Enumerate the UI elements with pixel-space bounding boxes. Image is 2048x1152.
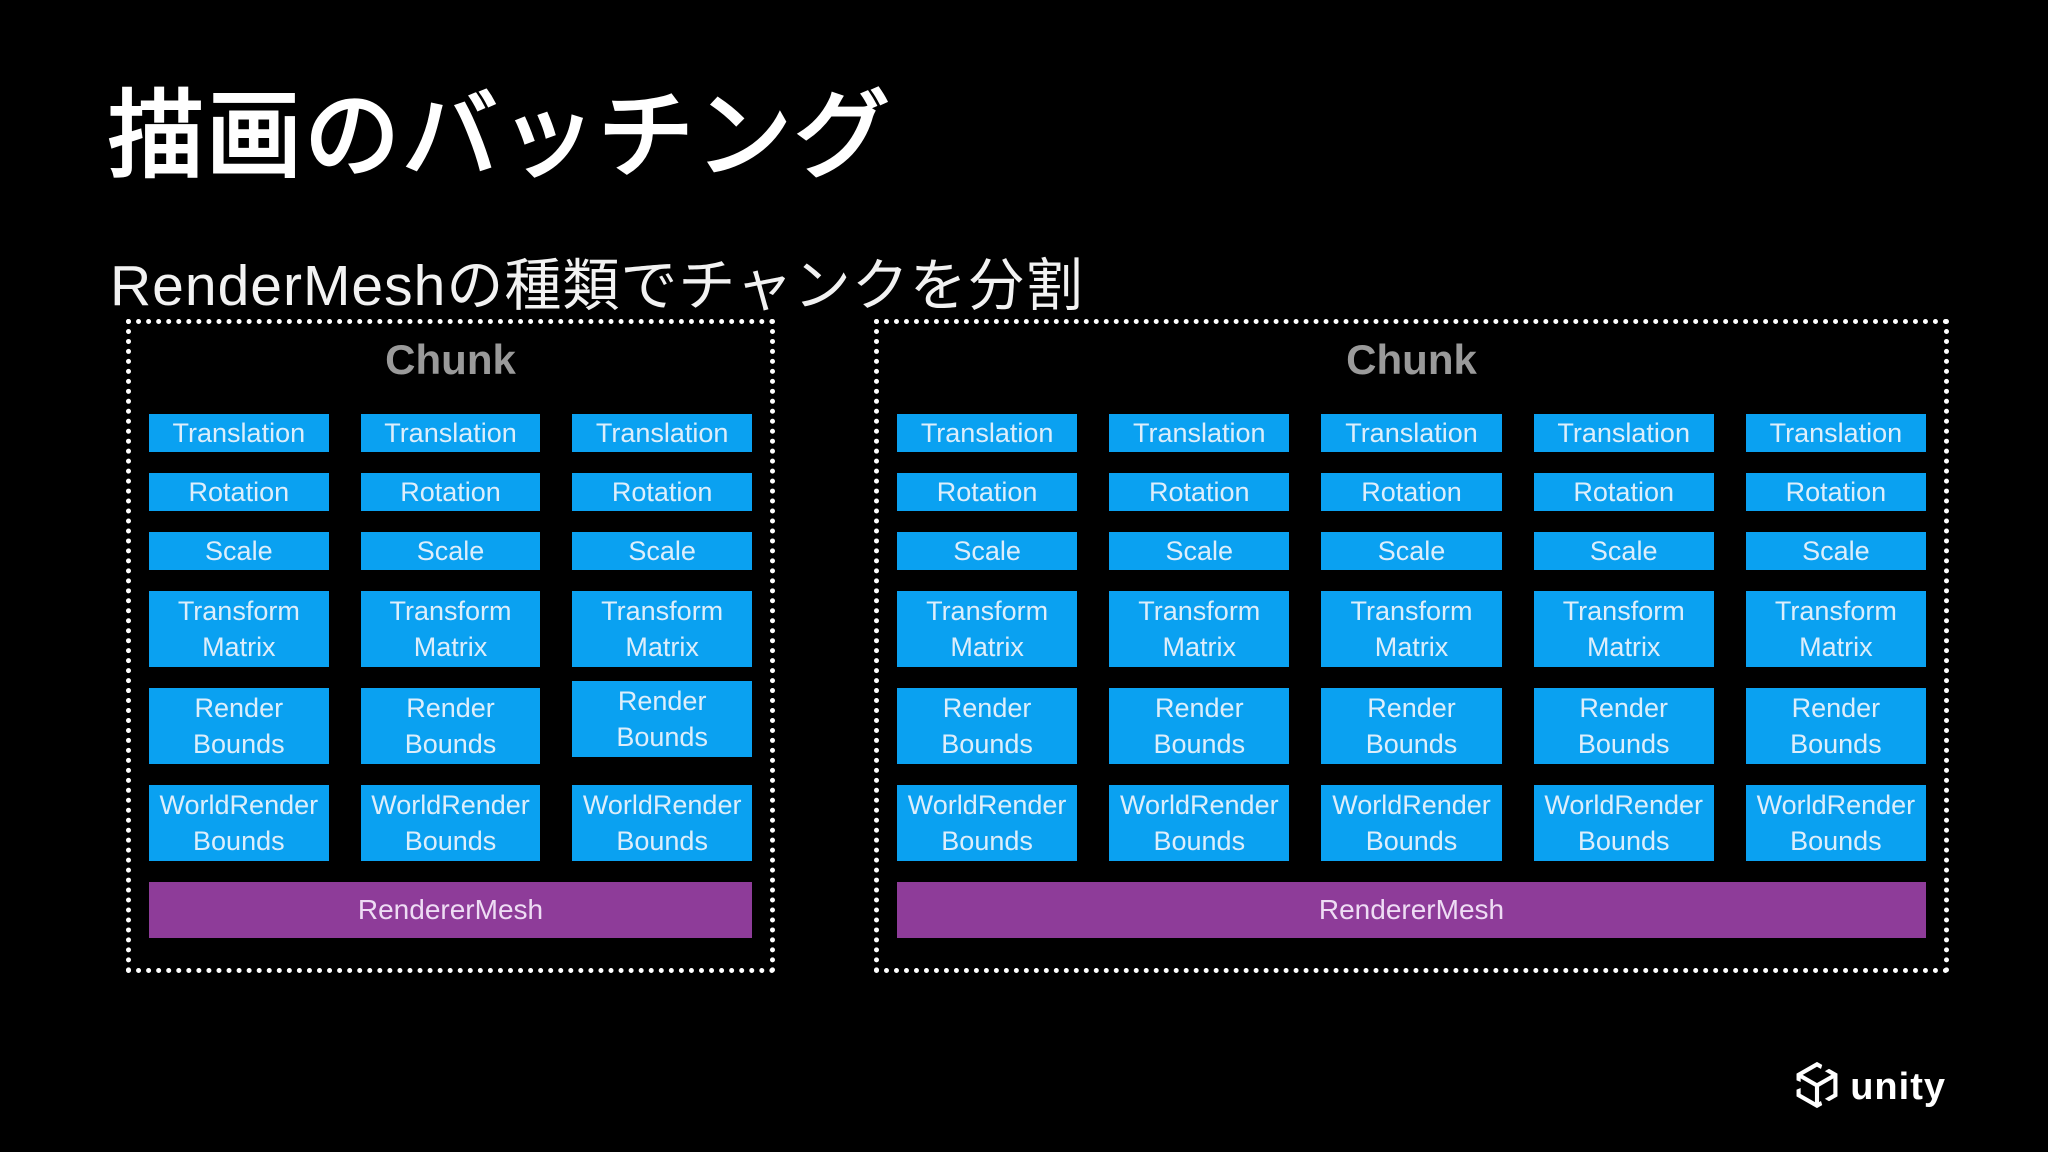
component-cell-render-bounds: Render Bounds bbox=[572, 681, 752, 757]
component-row-scale: Scale Scale Scale Scale Scale bbox=[897, 532, 1926, 570]
component-cell-render-bounds: Render Bounds bbox=[1533, 688, 1714, 764]
renderer-mesh-bar: RendererMesh bbox=[149, 882, 752, 938]
component-cell-worldrender-bounds: WorldRender Bounds bbox=[1109, 785, 1290, 861]
component-cell-transform-matrix: Transform Matrix bbox=[1533, 591, 1714, 667]
component-cell-scale: Scale bbox=[149, 532, 329, 570]
component-cell-scale: Scale bbox=[1533, 532, 1714, 570]
component-cell-translation: Translation bbox=[360, 414, 541, 452]
chunk-title: Chunk bbox=[385, 336, 516, 383]
component-row-worldrender-bounds: WorldRender Bounds WorldRender Bounds Worl… bbox=[897, 785, 1926, 861]
component-row-rotation: Rotation Rotation Rotation Rotation Rotation bbox=[897, 473, 1926, 511]
component-cell-render-bounds: Render Bounds bbox=[360, 688, 541, 764]
component-cell-rotation: Rotation bbox=[1533, 473, 1714, 511]
component-cell-translation: Translation bbox=[149, 414, 329, 452]
component-cell-translation: Translation bbox=[572, 414, 752, 452]
component-cell-render-bounds: Render Bounds bbox=[897, 688, 1078, 764]
component-row-transform-matrix: Transform Matrix Transform Matrix Transfor… bbox=[897, 591, 1926, 667]
component-cell-scale: Scale bbox=[1321, 532, 1502, 570]
component-cell-scale: Scale bbox=[1745, 532, 1926, 570]
component-cell-worldrender-bounds: WorldRender Bounds bbox=[1321, 785, 1502, 861]
component-cell-rotation: Rotation bbox=[149, 473, 329, 511]
component-cell-worldrender-bounds: WorldRender Bounds bbox=[1533, 785, 1714, 861]
component-cell-scale: Scale bbox=[897, 532, 1078, 570]
component-cell-translation: Translation bbox=[1533, 414, 1714, 452]
renderer-mesh-bar: RendererMesh bbox=[897, 882, 1926, 938]
component-cell-translation: Translation bbox=[1321, 414, 1502, 452]
component-row-render-bounds: Render Bounds Render Bounds Render Bounds bbox=[149, 681, 752, 764]
component-cell-scale: Scale bbox=[572, 532, 752, 570]
component-cell-translation: Translation bbox=[1109, 414, 1290, 452]
component-cell-scale: Scale bbox=[1109, 532, 1290, 570]
component-cell-render-bounds: Render Bounds bbox=[1109, 688, 1290, 764]
component-cell-rotation: Rotation bbox=[360, 473, 541, 511]
component-cell-worldrender-bounds: WorldRender Bounds bbox=[572, 785, 752, 861]
component-row-translation: Translation Translation Translation Transla… bbox=[897, 414, 1926, 452]
component-cell-render-bounds: Render Bounds bbox=[1321, 688, 1502, 764]
component-cell-rotation: Rotation bbox=[1745, 473, 1926, 511]
component-cell-rotation: Rotation bbox=[1321, 473, 1502, 511]
component-cell-transform-matrix: Transform Matrix bbox=[149, 591, 329, 667]
component-cell-transform-matrix: Transform Matrix bbox=[572, 591, 752, 667]
component-cell-worldrender-bounds: WorldRender Bounds bbox=[149, 785, 329, 861]
component-cell-rotation: Rotation bbox=[572, 473, 752, 511]
unity-logo: unity bbox=[1794, 1062, 1946, 1108]
component-row-translation: Translation Translation Translation bbox=[149, 414, 752, 452]
page-title: 描画のバッチング bbox=[108, 83, 892, 190]
component-row-worldrender-bounds: WorldRender Bounds WorldRender Bounds Worl… bbox=[149, 785, 752, 861]
component-cell-rotation: Rotation bbox=[897, 473, 1078, 511]
component-row-render-bounds: Render Bounds Render Bounds Render Bounds R… bbox=[897, 688, 1926, 764]
component-row-rotation: Rotation Rotation Rotation bbox=[149, 473, 752, 511]
component-cell-scale: Scale bbox=[360, 532, 541, 570]
component-cell-transform-matrix: Transform Matrix bbox=[1321, 591, 1502, 667]
component-cell-worldrender-bounds: WorldRender Bounds bbox=[1745, 785, 1926, 861]
unity-wordmark: unity bbox=[1850, 1066, 1946, 1108]
component-cell-transform-matrix: Transform Matrix bbox=[360, 591, 541, 667]
component-cell-rotation: Rotation bbox=[1109, 473, 1290, 511]
chunk-title: Chunk bbox=[1346, 336, 1477, 383]
unity-cube-icon bbox=[1796, 1062, 1838, 1108]
component-row-transform-matrix: Transform Matrix Transform Matrix Transfor… bbox=[149, 591, 752, 667]
component-cell-transform-matrix: Transform Matrix bbox=[897, 591, 1078, 667]
component-cell-render-bounds: Render Bounds bbox=[1745, 688, 1926, 764]
component-cell-render-bounds: Render Bounds bbox=[149, 688, 329, 764]
component-row-scale: Scale Scale Scale bbox=[149, 532, 752, 570]
component-cell-worldrender-bounds: WorldRender Bounds bbox=[360, 785, 541, 861]
component-cell-transform-matrix: Transform Matrix bbox=[1745, 591, 1926, 667]
page-subtitle: RenderMeshの種類でチャンクを分割 bbox=[110, 254, 1084, 318]
component-cell-worldrender-bounds: WorldRender Bounds bbox=[897, 785, 1078, 861]
component-cell-translation: Translation bbox=[897, 414, 1078, 452]
component-cell-translation: Translation bbox=[1745, 414, 1926, 452]
component-cell-transform-matrix: Transform Matrix bbox=[1109, 591, 1290, 667]
